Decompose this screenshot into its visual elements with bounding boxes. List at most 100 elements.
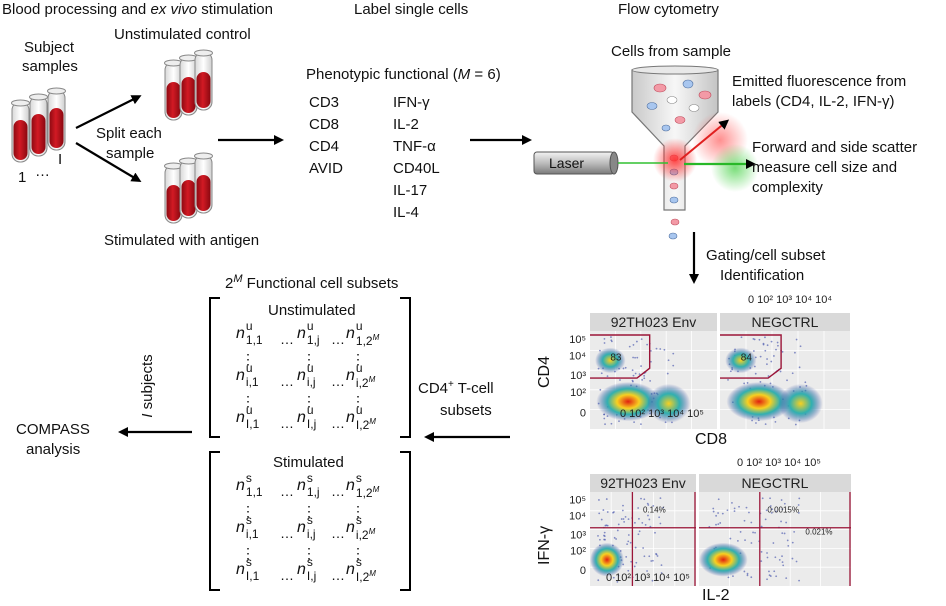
matrix-row-dots: … <box>331 415 345 431</box>
cd4-tcell-line2: subsets <box>440 402 492 419</box>
laser-device <box>533 119 756 175</box>
matrix-row-dots: … <box>280 483 294 499</box>
gate-polygon <box>590 334 651 379</box>
top-left-xticks: 0 10² 10³ 10⁴ 10⁵ <box>620 408 704 420</box>
header-flow-cytometry: Flow cytometry <box>618 1 719 18</box>
top-plot-ylabel: CD4 <box>536 355 553 388</box>
arrow-split-down <box>75 142 142 183</box>
matrix-col-dots: ⋮ <box>351 351 365 367</box>
panel-title: 92TH023 Env <box>611 314 697 330</box>
panel-title: NEGCTRL <box>742 475 809 491</box>
top-right-xticks: 0 10² 10³ 10⁴ 10⁴ <box>748 294 832 306</box>
matrix-col-dots: ⋮ <box>302 545 316 561</box>
gate-percent: 83 <box>610 352 622 363</box>
panel-title: NEGCTRL <box>752 314 819 330</box>
matrix-row-dots: … <box>331 331 345 347</box>
marker-functional-3: TNF-α <box>393 138 436 155</box>
subjects-text: subjects <box>139 354 156 414</box>
compass-line2: analysis <box>26 441 81 458</box>
header-blood-suffix: stimulation <box>197 1 273 18</box>
scatter-line2: measure cell size and <box>752 159 898 176</box>
tcell-text: T-cell <box>453 380 494 397</box>
marker-functional-4: CD40L <box>393 160 440 177</box>
y-tick-label: 0 <box>580 565 586 577</box>
matrix-col-dots: ⋮ <box>302 351 316 367</box>
top-plot-xlabel: CD8 <box>695 431 728 448</box>
matrix-row-dots: … <box>280 331 294 347</box>
matrix-row-dots: … <box>331 483 345 499</box>
header-label-cells: Label single cells <box>354 1 469 18</box>
markers-title-m: M <box>457 66 471 83</box>
y-tick-label: 10³ <box>570 529 586 541</box>
stimulated-matrix-label: Stimulated <box>273 454 344 471</box>
panel-strip <box>590 474 696 492</box>
panel-strip <box>590 313 717 331</box>
bottom-plot-xlabel: IL-2 <box>702 587 730 604</box>
matrix-row-dots: … <box>280 373 294 389</box>
y-tick-label: 0 <box>580 407 586 419</box>
matrix-col-dots: ⋮ <box>351 545 365 561</box>
marker-phenotypic-4: AVID <box>309 160 343 177</box>
split-each-line1: Split each <box>96 125 162 142</box>
y-tick-label: 10⁴ <box>569 511 586 523</box>
density-blob <box>647 383 691 424</box>
header-blood-italic: ex vivo <box>150 1 198 18</box>
marker-functional-5: IL-17 <box>393 182 428 199</box>
gating-line2: Identification <box>720 267 805 284</box>
matrix-col-dots: ⋮ <box>241 351 255 367</box>
i-subjects-label: I subjects <box>139 336 156 436</box>
header-blood-processing: Blood processing and ex vivo stimulation <box>2 2 273 17</box>
gate-percent: 0.0015% <box>767 506 799 515</box>
stimulated-with-antigen-label: Stimulated with antigen <box>104 232 260 249</box>
y-tick-label: 10⁵ <box>569 495 586 507</box>
flow-panel: 92TH023 Env 83 <box>590 313 717 429</box>
subsets-title-base: 2 <box>225 275 234 292</box>
arrow-split-up <box>75 95 142 129</box>
unstimulated-tubes <box>164 49 213 121</box>
cd4-text: CD4 <box>418 380 449 397</box>
marker-functional-6: IL-4 <box>393 204 419 221</box>
subjects-italic: I <box>139 413 156 418</box>
bottom-right-xticks: 0 10² 10³ 10⁴ 10⁵ <box>737 457 821 469</box>
matrix-row-dots: … <box>280 415 294 431</box>
panel-strip <box>720 313 850 331</box>
marker-phenotypic-3: CD4 <box>309 138 340 155</box>
laser-label: Laser <box>549 155 585 171</box>
matrix-col-dots: ⋮ <box>241 393 255 409</box>
markers-title-suffix: = 6) <box>470 66 501 83</box>
matrix-row-dots: … <box>331 373 345 389</box>
density-blob <box>596 381 660 422</box>
scatter-line3: complexity <box>752 179 823 196</box>
y-tick-label: 10⁴ <box>569 351 586 363</box>
density-blob <box>595 347 626 374</box>
subject-samples-line1: Subject <box>24 39 75 56</box>
cd4-plus: + <box>448 379 454 390</box>
matrix-row-dots: … <box>331 525 345 541</box>
density-blob <box>590 542 624 577</box>
subsets-title-suffix: Functional cell subsets <box>242 275 399 292</box>
stimulated-tubes <box>164 152 213 224</box>
flow-arrows <box>75 95 699 442</box>
unstimulated-control-label: Unstimulated control <box>114 26 251 43</box>
panel-title: 92TH023 Env <box>600 475 686 491</box>
tube-index-first: 1 <box>18 169 27 186</box>
marker-phenotypic-1: CD3 <box>309 94 340 111</box>
emitted-fluorescence-line2: labels (CD4, IL-2, IFN-γ) <box>732 93 895 110</box>
